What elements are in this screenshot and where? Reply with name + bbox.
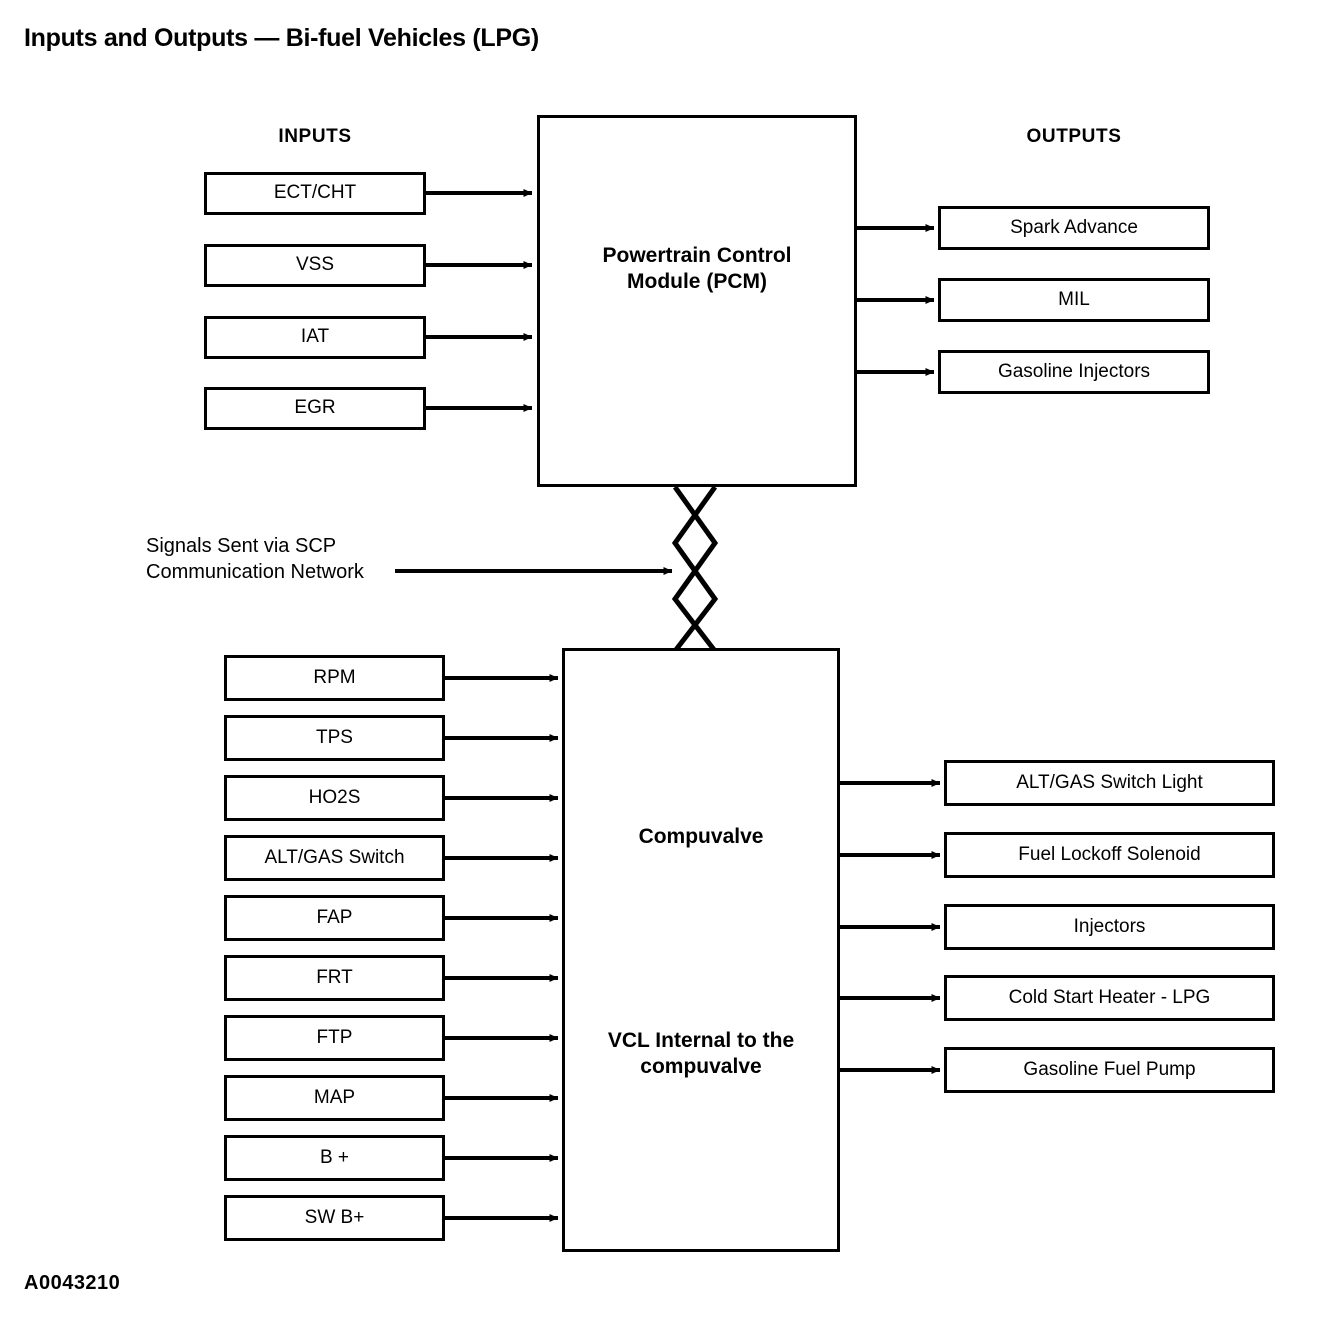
compuvalve-output-box-fuel-lockoff-solenoid[interactable]: Fuel Lockoff Solenoid bbox=[944, 832, 1275, 878]
compuvalve-input-box-frt[interactable]: FRT bbox=[224, 955, 445, 1001]
compuvalve-input-box-ftp[interactable]: FTP bbox=[224, 1015, 445, 1061]
node-label: ECT/CHT bbox=[273, 182, 357, 204]
pcm-output-arrows bbox=[857, 223, 935, 377]
node-label: ALT/GAS Switch bbox=[264, 846, 405, 868]
pcm-input-box-ect-cht[interactable]: ECT/CHT bbox=[204, 172, 426, 215]
module-powertrain-control-module[interactable]: Powertrain Control Module (PCM) bbox=[537, 115, 857, 487]
pcm-output-box-spark-advance[interactable]: Spark Advance bbox=[938, 206, 1210, 250]
pcm-input-box-iat[interactable]: IAT bbox=[204, 316, 426, 359]
node-label: VSS bbox=[295, 254, 335, 276]
compuvalve-input-box-alt-gas-switch[interactable]: ALT/GAS Switch bbox=[224, 835, 445, 881]
node-label: Fuel Lockoff Solenoid bbox=[1018, 843, 1201, 865]
node-label: ALT/GAS Switch Light bbox=[1016, 771, 1203, 793]
compuvalve-output-box-gasoline-fuel-pump[interactable]: Gasoline Fuel Pump bbox=[944, 1047, 1275, 1093]
compuvalve-output-box-alt-gas-switch-light[interactable]: ALT/GAS Switch Light bbox=[944, 760, 1275, 806]
pcm-input-arrows bbox=[426, 188, 533, 413]
scp-network-label-line1: Signals Sent via SCP bbox=[146, 535, 337, 557]
node-label: B + bbox=[319, 1146, 350, 1168]
pcm-label-line1: Powertrain Control bbox=[602, 244, 792, 267]
node-label: HO2S bbox=[308, 786, 361, 808]
compuvalve-input-box-tps[interactable]: TPS bbox=[224, 715, 445, 761]
compuvalve-input-box-sw-b-plus[interactable]: SW B+ bbox=[224, 1195, 445, 1241]
compuvalve-input-box-rpm[interactable]: RPM bbox=[224, 655, 445, 701]
compuvalve-input-box-map[interactable]: MAP bbox=[224, 1075, 445, 1121]
pcm-input-box-vss[interactable]: VSS bbox=[204, 244, 426, 287]
node-label: FRT bbox=[316, 966, 353, 988]
node-label: EGR bbox=[294, 397, 336, 419]
node-label: SW B+ bbox=[304, 1206, 365, 1228]
pcm-output-box-gasoline-injectors[interactable]: Gasoline Injectors bbox=[938, 350, 1210, 394]
pcm-input-box-egr[interactable]: EGR bbox=[204, 387, 426, 430]
node-label: Injectors bbox=[1073, 915, 1146, 937]
compuvalve-label-bottom-line2: compuvalve bbox=[640, 1055, 762, 1078]
compuvalve-input-box-fap[interactable]: FAP bbox=[224, 895, 445, 941]
page-title: Inputs and Outputs — Bi-fuel Vehicles (L… bbox=[24, 24, 539, 52]
node-label: Spark Advance bbox=[1010, 216, 1138, 238]
node-label: MAP bbox=[313, 1086, 356, 1108]
node-label: Cold Start Heater - LPG bbox=[1008, 986, 1211, 1008]
scp-network-label: Signals Sent via SCP Communication Netwo… bbox=[146, 533, 364, 586]
pcm-output-box-mil[interactable]: MIL bbox=[938, 278, 1210, 322]
pcm-label-line2: Module (PCM) bbox=[627, 270, 767, 293]
twisted-pair-icon bbox=[671, 485, 719, 653]
node-label: IAT bbox=[300, 326, 330, 348]
node-label: RPM bbox=[313, 666, 356, 688]
node-label: Gasoline Injectors bbox=[997, 360, 1151, 382]
module-compuvalve[interactable]: Compuvalve VCL Internal to the compuvalv… bbox=[562, 648, 840, 1252]
node-label: MIL bbox=[1058, 288, 1090, 310]
node-label: TPS bbox=[316, 726, 353, 748]
compuvalve-input-box-ho2s[interactable]: HO2S bbox=[224, 775, 445, 821]
compuvalve-label-bottom-line1: VCL Internal to the bbox=[607, 1029, 795, 1052]
figure-id: A0043210 bbox=[24, 1272, 121, 1294]
inputs-column-heading: INPUTS bbox=[278, 126, 352, 147]
node-label: FAP bbox=[316, 906, 353, 928]
compuvalve-label-top: Compuvalve bbox=[638, 825, 764, 848]
compuvalve-output-box-cold-start-heater-lpg[interactable]: Cold Start Heater - LPG bbox=[944, 975, 1275, 1021]
node-label: Gasoline Fuel Pump bbox=[1023, 1058, 1196, 1080]
compuvalve-input-arrows bbox=[445, 673, 559, 1223]
compuvalve-output-box-injectors[interactable]: Injectors bbox=[944, 904, 1275, 950]
compuvalve-output-arrows bbox=[840, 778, 941, 1075]
node-label: FTP bbox=[316, 1026, 353, 1048]
scp-network-label-line2: Communication Network bbox=[146, 561, 364, 584]
outputs-column-heading: OUTPUTS bbox=[1026, 126, 1122, 147]
compuvalve-input-box-b-plus[interactable]: B + bbox=[224, 1135, 445, 1181]
